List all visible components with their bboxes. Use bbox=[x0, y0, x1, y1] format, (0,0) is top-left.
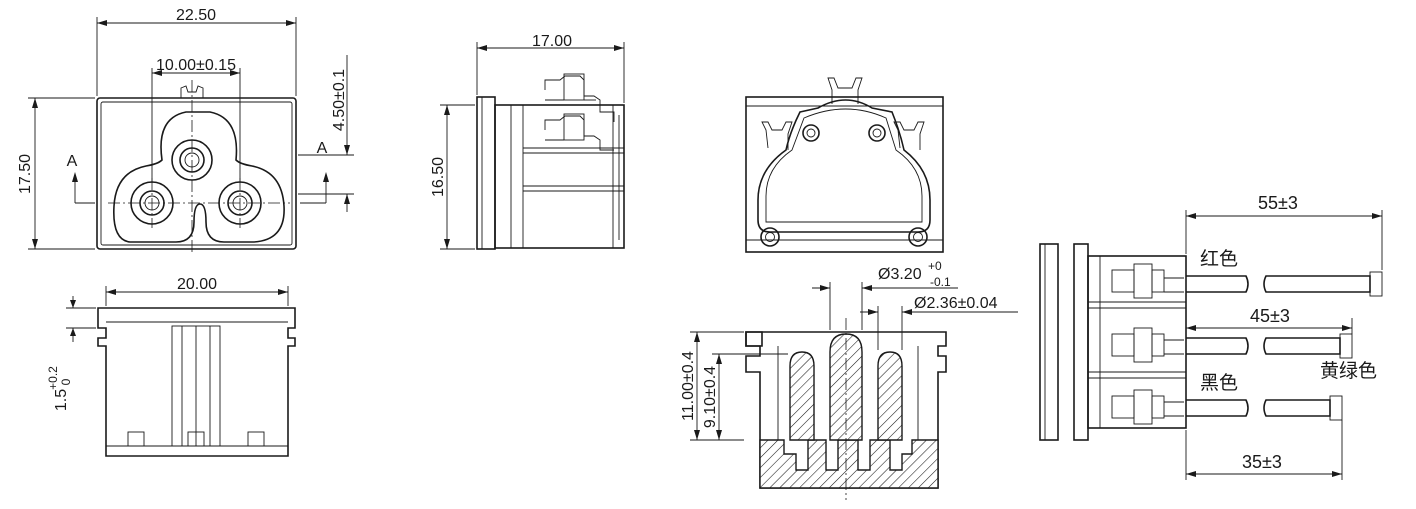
hole-dim-prefix: Ø3.20 bbox=[878, 266, 922, 283]
black-wire-label: 黑色 bbox=[1200, 372, 1238, 394]
section-mark-right: A bbox=[317, 140, 328, 157]
wire-middle-length-dim: 45±3 bbox=[1250, 306, 1290, 326]
bottom-view bbox=[66, 286, 296, 457]
side-height-dim: 16.50 bbox=[430, 157, 447, 197]
connector-middle bbox=[1111, 327, 1184, 363]
rear-view bbox=[745, 77, 944, 253]
red-wire-label: 红色 bbox=[1200, 248, 1238, 270]
flange-dim-base: 1.5 bbox=[53, 389, 70, 411]
wire-top-length-dim: 55±3 bbox=[1258, 193, 1298, 213]
section-mark-left: A bbox=[67, 153, 78, 170]
yellow-green-wire-label: 黄绿色 bbox=[1320, 360, 1377, 382]
connector-bottom bbox=[1111, 389, 1184, 425]
wired-view bbox=[1039, 210, 1383, 480]
bottom-width-dim: 20.00 bbox=[177, 276, 217, 293]
bottom-flange-dim: 1.5 +0.2 0 bbox=[46, 366, 73, 411]
section-inner-height-dim: 9.10±0.4 bbox=[702, 366, 719, 428]
front-view bbox=[28, 17, 354, 252]
pin-diameter-dim: Ø2.36±0.04 bbox=[914, 295, 998, 312]
front-offset-dim: 4.50±0.1 bbox=[331, 69, 348, 131]
side-depth-dim: 17.00 bbox=[532, 33, 572, 50]
front-height-dim: 17.50 bbox=[17, 154, 34, 194]
front-pin-pitch-dim: 10.00±0.15 bbox=[156, 57, 236, 74]
hole-diameter-dim: Ø3.20 +0 -0.1 bbox=[878, 259, 951, 289]
section-view bbox=[690, 282, 1018, 500]
connector-top bbox=[1111, 263, 1184, 299]
section-outer-height-dim: 11.00±0.4 bbox=[680, 351, 697, 421]
front-width-dim: 22.50 bbox=[176, 7, 216, 24]
hole-dim-sub: -0.1 bbox=[930, 275, 951, 289]
flange-dim-sub: 0 bbox=[59, 378, 73, 385]
hole-dim-sup: +0 bbox=[928, 259, 942, 273]
flange-dim-sup: +0.2 bbox=[46, 366, 60, 390]
wire-bottom-length-dim: 35±3 bbox=[1242, 452, 1282, 472]
side-view bbox=[440, 42, 625, 250]
